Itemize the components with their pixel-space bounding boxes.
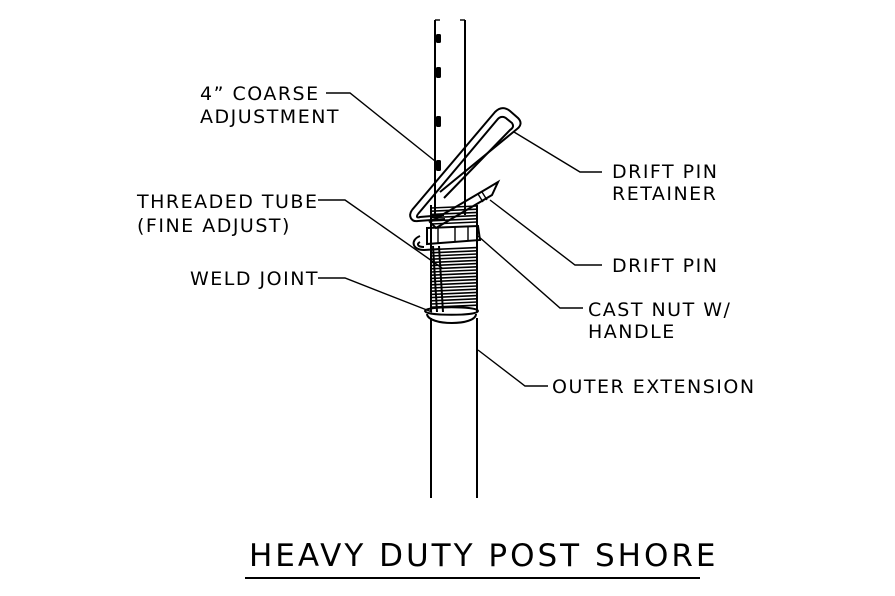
cast-nut: [412, 224, 482, 313]
label-coarse-adjustment-line2: ADJUSTMENT: [200, 106, 340, 128]
thread-line: [430, 253, 478, 257]
label-drift-pin-retainer-line2: RETAINER: [612, 183, 717, 205]
thread-line: [430, 288, 478, 292]
thread-line: [430, 291, 478, 296]
label-drift-pin: DRIFT PIN: [612, 255, 718, 277]
thread-line: [430, 211, 478, 216]
diagram-title: HEAVY DUTY POST SHORE: [249, 538, 718, 574]
label-threaded-tube-line2: (FINE ADJUST): [137, 215, 291, 237]
label-outer-extension: OUTER EXTENSION: [552, 376, 756, 398]
thread-line: [430, 301, 478, 305]
thread-line: [430, 282, 478, 286]
label-weld-joint: WELD JOINT: [190, 268, 319, 290]
thread-line: [430, 221, 478, 225]
label-drift-pin-retainer-line1: DRIFT PIN: [612, 161, 718, 183]
label-cast-nut-line2: HANDLE: [588, 321, 676, 343]
thread-line: [430, 256, 478, 260]
thread-line: [430, 298, 478, 302]
thread-line: [430, 208, 478, 212]
label-cast-nut-line1: CAST NUT W/: [588, 299, 731, 321]
thread-line: [430, 278, 478, 283]
thread-line: [430, 275, 478, 280]
thread-line: [430, 272, 478, 276]
drift-pin: [428, 179, 501, 230]
label-coarse-adjustment-line1: 4” COARSE: [200, 83, 320, 105]
threaded-tube: [430, 205, 478, 312]
drift-pin-retainer: [409, 107, 522, 223]
thread-line: [430, 266, 478, 270]
adjustment-holes: [436, 34, 441, 171]
thread-line: [430, 269, 478, 273]
label-threaded-tube-line1: THREADED TUBE: [136, 191, 318, 213]
leader-lines: [318, 92, 602, 387]
outer-extension-tube: [430, 318, 478, 498]
thread-line: [430, 294, 478, 299]
thread-line: [430, 259, 478, 264]
thread-line: [430, 285, 478, 289]
thread-line: [430, 250, 478, 254]
weld-joint: [423, 306, 480, 324]
